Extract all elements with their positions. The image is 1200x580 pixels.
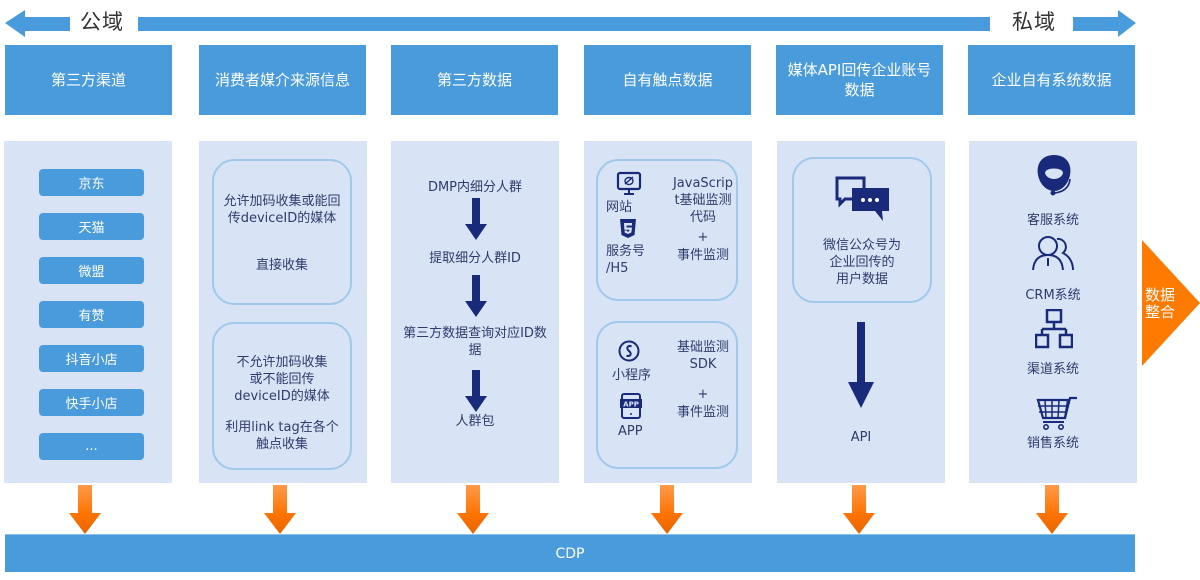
public-private-domain-arrow bbox=[5, 10, 1136, 37]
orange-down-arrow-icon bbox=[69, 485, 101, 534]
direct-collect-condition-1: 允许加码收集或能回 bbox=[223, 194, 341, 209]
app-phone-icon: APP bbox=[620, 393, 642, 419]
panel-media-api: 微信公众号为 企业回传的 用户数据 API bbox=[777, 141, 945, 483]
wechat-data-line1: 微信公众号为 bbox=[822, 238, 901, 253]
wechat-data-line2: 企业回传的 bbox=[829, 255, 895, 270]
link-tag-method-2: 触点收集 bbox=[255, 437, 308, 452]
panel-third-party-channels: 京东 天猫 微盟 有赞 抖音小店 快手小店 ... bbox=[4, 141, 172, 483]
miniprogram-icon bbox=[618, 340, 640, 362]
sdk-monitor-line1: 基础监测 bbox=[676, 340, 729, 355]
direct-collect-method: 直接收集 bbox=[255, 258, 308, 273]
channel-pill: 有赞 bbox=[39, 301, 144, 328]
miniprogram-label: 小程序 bbox=[612, 368, 652, 383]
data-merge-label-line2: 整合 bbox=[1145, 303, 1176, 321]
api-label: API bbox=[850, 430, 872, 445]
service-account-label: 服务号 bbox=[606, 244, 646, 259]
header-consumer-media-source: 消费者媒介来源信息 bbox=[199, 45, 366, 115]
channel-pill-more: ... bbox=[39, 433, 144, 460]
header-enterprise-systems: 企业自有系统数据 bbox=[968, 45, 1135, 115]
data-merge-arrow bbox=[1142, 240, 1200, 366]
html5-icon bbox=[620, 219, 636, 238]
js-monitor-line2: t基础监测 bbox=[674, 193, 732, 208]
miniprogram-app-box: 小程序 APP APP 基础监测 SDK + 事件监测 bbox=[596, 321, 738, 469]
orange-down-arrow-icon bbox=[457, 485, 489, 534]
header-owned-touchpoints: 自有触点数据 bbox=[584, 45, 751, 115]
cdp-bar: CDP bbox=[5, 534, 1135, 572]
panel-owned-touchpoints: 网站 服务号 /H5 JavaScrip t基础监测 代码 + 事件监测 小程序… bbox=[584, 141, 752, 483]
panel-enterprise-systems: 客服系统 CRM系统 渠道系统 销售系统 bbox=[969, 141, 1137, 483]
header-third-party-data: 第三方数据 bbox=[391, 45, 558, 115]
link-tag-method-1: 利用link tag在各个 bbox=[225, 420, 339, 435]
orange-down-arrow-icon bbox=[843, 485, 875, 534]
channel-pill: 抖音小店 bbox=[39, 345, 144, 372]
plus-sign: + bbox=[697, 387, 709, 402]
domain-spectrum-bar bbox=[138, 17, 990, 31]
orange-down-arrow-icon bbox=[651, 485, 683, 534]
app-label: APP bbox=[618, 424, 643, 439]
header-third-party-channels: 第三方渠道 bbox=[5, 45, 172, 115]
js-monitor-line1: JavaScrip bbox=[672, 176, 734, 191]
wechat-data-line3: 用户数据 bbox=[835, 272, 888, 287]
direct-collect-box: 允许加码收集或能回 传deviceID的媒体 直接收集 bbox=[212, 159, 352, 305]
channel-pill: 微盟 bbox=[39, 257, 144, 284]
event-monitor-label: 事件监测 bbox=[676, 248, 729, 263]
flow-step-audience-pack: 人群包 bbox=[455, 414, 495, 429]
private-domain-label: 私域 bbox=[1012, 10, 1056, 34]
header-media-api: 媒体API回传企业账号数据 bbox=[776, 45, 943, 115]
link-tag-condition-1: 不允许加码收集 bbox=[236, 355, 328, 370]
system-label-customer-service: 客服系统 bbox=[1026, 213, 1079, 228]
web-h5-box: 网站 服务号 /H5 JavaScrip t基础监测 代码 + 事件监测 bbox=[596, 159, 738, 301]
panel-third-party-data: DMP内细分人群 提取细分人群ID 第三方数据查询对应ID数 据 人群包 bbox=[391, 141, 559, 483]
monitor-browser-icon bbox=[616, 171, 642, 195]
sdk-monitor-line2: SDK bbox=[689, 357, 717, 372]
right-arrow-head bbox=[1073, 10, 1136, 37]
flow-step-query-line1: 第三方数据查询对应ID数 bbox=[403, 326, 547, 341]
data-merge-label: 数据 整合 bbox=[1145, 287, 1175, 321]
orange-down-arrow-icon bbox=[1036, 485, 1068, 534]
channel-pill: 京东 bbox=[39, 169, 144, 196]
shopping-cart-icon bbox=[1036, 396, 1077, 430]
website-label: 网站 bbox=[606, 200, 633, 215]
link-tag-box: 不允许加码收集 或不能回传 deviceID的媒体 利用link tag在各个 … bbox=[212, 322, 352, 470]
system-label-channel: 渠道系统 bbox=[1026, 362, 1079, 377]
chat-bubbles-icon bbox=[835, 176, 889, 221]
system-label-crm: CRM系统 bbox=[1025, 288, 1081, 303]
h5-label: /H5 bbox=[606, 261, 629, 276]
customer-service-headset-icon bbox=[1037, 155, 1071, 196]
flow-step-query-line2: 据 bbox=[468, 343, 482, 358]
public-domain-label: 公域 bbox=[80, 10, 124, 34]
left-arrow-head bbox=[5, 10, 70, 37]
channel-pill: 快手小店 bbox=[39, 389, 144, 416]
channel-hierarchy-icon bbox=[1035, 309, 1073, 349]
data-merge-label-line1: 数据 bbox=[1145, 286, 1176, 304]
svg-text:APP: APP bbox=[623, 401, 639, 409]
down-arrow-icon bbox=[848, 322, 874, 408]
panel-consumer-media-source: 允许加码收集或能回 传deviceID的媒体 直接收集 不允许加码收集 或不能回… bbox=[199, 141, 367, 483]
wechat-data-box: 微信公众号为 企业回传的 用户数据 bbox=[792, 157, 932, 303]
orange-down-arrow-icon bbox=[264, 485, 296, 534]
crm-people-icon bbox=[1032, 236, 1074, 271]
plus-sign: + bbox=[697, 230, 709, 245]
down-arrow-icon bbox=[465, 198, 487, 240]
direct-collect-condition-2: 传deviceID的媒体 bbox=[227, 211, 337, 226]
link-tag-condition-3: deviceID的媒体 bbox=[234, 389, 330, 404]
flow-step-extract-id: 提取细分人群ID bbox=[429, 251, 521, 266]
system-label-sales: 销售系统 bbox=[1026, 436, 1079, 451]
js-monitor-line3: 代码 bbox=[689, 210, 716, 225]
down-arrow-icon bbox=[465, 370, 487, 412]
flow-step-dmp: DMP内细分人群 bbox=[427, 180, 523, 195]
channel-pill: 天猫 bbox=[39, 213, 144, 240]
link-tag-condition-2: 或不能回传 bbox=[249, 372, 315, 387]
event-monitor-label: 事件监测 bbox=[676, 405, 729, 420]
down-arrow-icon bbox=[465, 275, 487, 317]
